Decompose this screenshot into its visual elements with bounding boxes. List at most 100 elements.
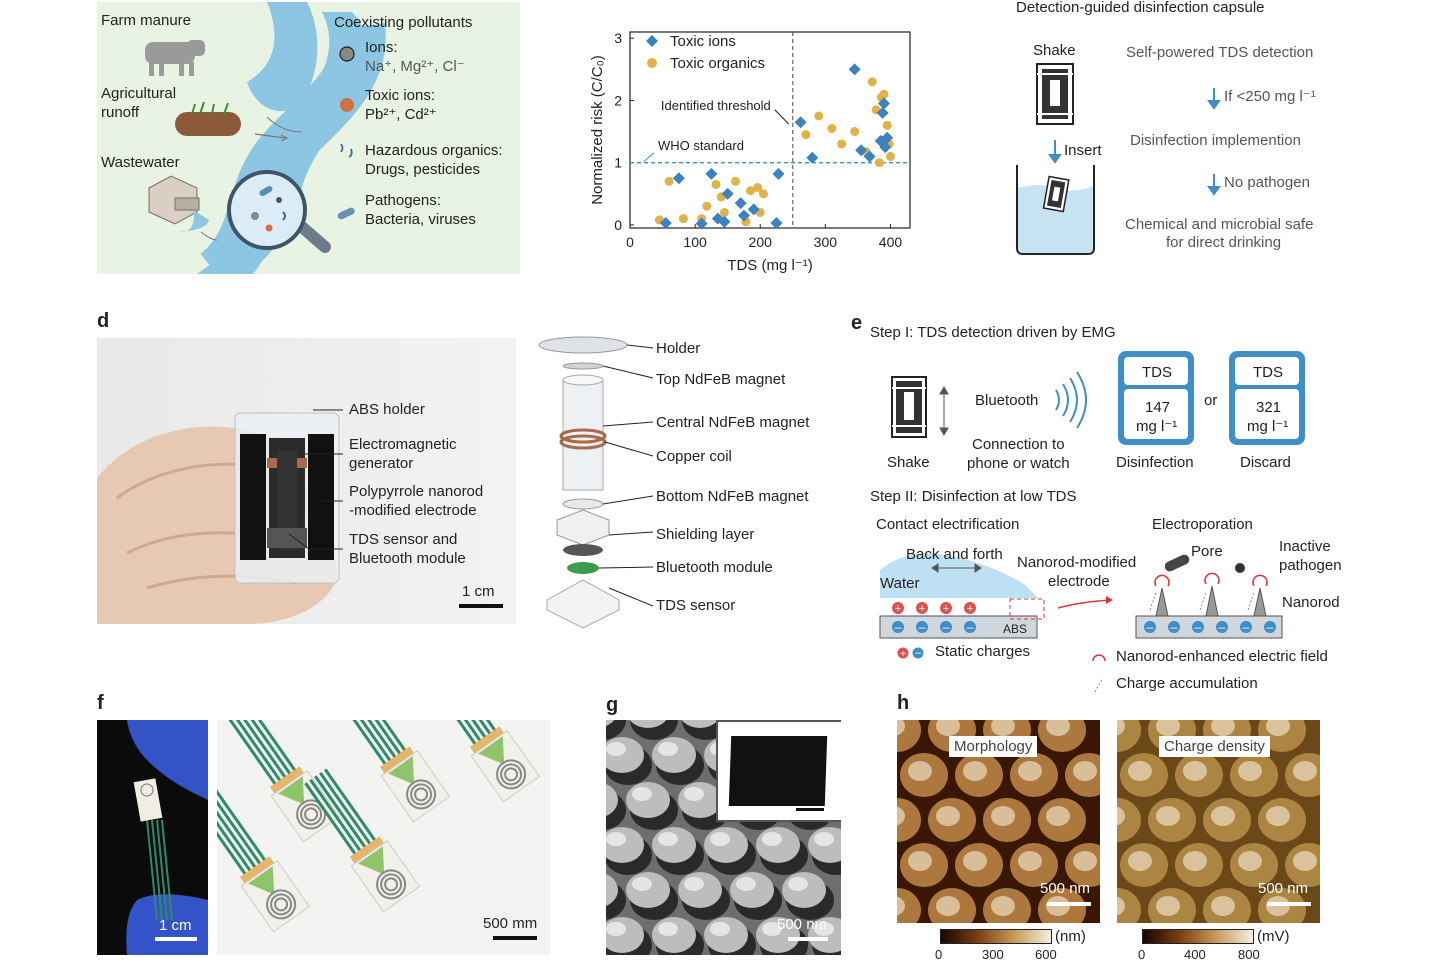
sem-highlight [814,832,834,846]
x-tick-label-1: 100 [683,234,707,250]
sensor-wire [217,791,264,868]
afm-charge-grain-peak [1128,851,1152,871]
step2-title: Step II: Disinfection at low TDS [870,488,1077,505]
pipe-icon [148,175,209,233]
sem-scale-label: 500 nm [777,916,828,933]
tds-box-1-unit: mg l⁻¹ [1136,418,1178,435]
step-condition: If <250 mg l⁻¹ [1224,88,1316,105]
ions-point-11 [772,167,785,180]
sem-highlight [606,922,626,936]
sensor-ring-2 [304,807,319,822]
sensor-trace [358,846,385,875]
minus-sign-b-3: – [1219,620,1226,634]
sem-bump [652,917,696,953]
step-disinfection: Disinfection implemention [1130,132,1301,149]
nanorod-mod-label-2: electrode [1048,573,1110,590]
ions-point-1 [672,172,685,185]
panel-f-letter: f [97,692,104,714]
sensor-wire [429,720,484,745]
sensor-connector [379,746,415,774]
afm-morphology-grain-peak [963,761,987,781]
nanorod-mod-label-1: Nanorod-modified [1017,554,1137,571]
sem-bump [756,827,800,863]
sem-highlight [736,877,756,891]
organic-icon [340,143,353,158]
ions-point-0 [659,217,672,230]
afm-charge-grain-peak [1117,896,1125,916]
afm-charge-grain-peak [1211,896,1235,916]
tds-box-1-value: 147 [1145,399,1171,416]
sem-image: 500 nm [606,720,841,955]
agri-runoff-label-1: Agricultural [101,85,177,102]
sensor-wire [217,788,269,864]
scale-bar-f2 [493,936,537,940]
organics-point-14 [801,130,811,140]
tds-box-2 [1229,351,1305,445]
y-tick-label-3: 3 [614,30,622,46]
colorbar-charge-tick-1: 400 [1184,947,1206,962]
y-tick-label-1: 1 [614,155,622,171]
plot-frame [629,31,911,229]
sem-bump [606,783,618,817]
shake-small-label: Shake [887,454,930,471]
afm1-scale-label: 500 nm [1040,880,1091,897]
minus-sign-a-1: – [919,620,926,634]
sem-highlight [606,742,626,756]
afm-morphology-grain-peak [1046,896,1070,916]
afm-charge-grain-peak [1183,851,1207,871]
afm-morphology-grain [897,888,921,923]
svg-text:–: – [915,647,922,659]
panel-h-letter: h [897,692,910,714]
disinfection-label: Disinfection [1116,454,1194,471]
afm-morphology-grain-peak [991,720,1015,736]
ions-point-21 [881,131,894,144]
toxic-ions-label: Toxic ions: [365,87,436,104]
sem-shadow [606,720,626,740]
minus-charge-b-2 [1192,621,1204,633]
colorbar-morphology-tick-2: 600 [1035,947,1057,962]
toxic-ions-list: Pb²⁺, Cd²⁺ [365,106,437,123]
afm-charge-grain-peak [1117,806,1125,826]
sensor-trace [278,776,305,805]
organics-point-11 [753,183,763,193]
afm-charge-grain-peak [1117,720,1125,736]
inactive-label-2: pathogen [1279,557,1342,574]
organics-point-27 [885,151,895,161]
sem-highlight [606,832,626,846]
afm-charge-grain-peak [1238,761,1262,781]
organics-point-25 [882,120,892,130]
wastewater-label: Wastewater [101,154,180,171]
sem-bump [704,827,748,863]
sensor-wire [239,720,294,778]
exploded-shielding: Shielding layer [656,526,755,543]
exploded-bottom-magnet: Bottom NdFeB magnet [656,488,809,505]
pathogens-label: Pathogens: [365,192,441,209]
minus-charge-b-5 [1264,621,1276,633]
ion-icon [339,46,355,62]
sensor-ring-2 [414,787,429,802]
sensor-connector [469,726,505,754]
organics-point-2 [678,214,688,224]
afm-charge-grain-peak [1238,851,1262,871]
sensor-wire [349,720,404,758]
sensor-trace [478,736,505,765]
contact-electrification-diagram: ++++ –––– [879,553,1113,639]
step1-title: Step I: TDS detection driven by EMG [870,324,1116,341]
pore-label: Pore [1191,543,1223,560]
charge-accumulation-label: Charge accumulation [1116,675,1258,692]
sem-highlight [684,877,704,891]
organics-point-22 [874,158,884,168]
ions-point-5 [718,215,731,228]
minus-sign-a-2: – [943,620,950,634]
ions-point-13 [806,151,819,164]
emg-label-2: generator [349,455,414,472]
minus-charge-a-1 [916,621,928,633]
exploded-view: Holder Top NdFeB magnet Central NdFeB ma… [535,330,855,630]
organics-point-15 [814,111,824,121]
minus-charge-b-0 [1144,621,1156,633]
step-detection: Self-powered TDS detection [1126,44,1314,61]
sensor-wire [339,720,394,765]
colorbar-morphology-tick-0: 0 [935,947,943,962]
afm-morphology-grain-peak [1046,806,1070,826]
